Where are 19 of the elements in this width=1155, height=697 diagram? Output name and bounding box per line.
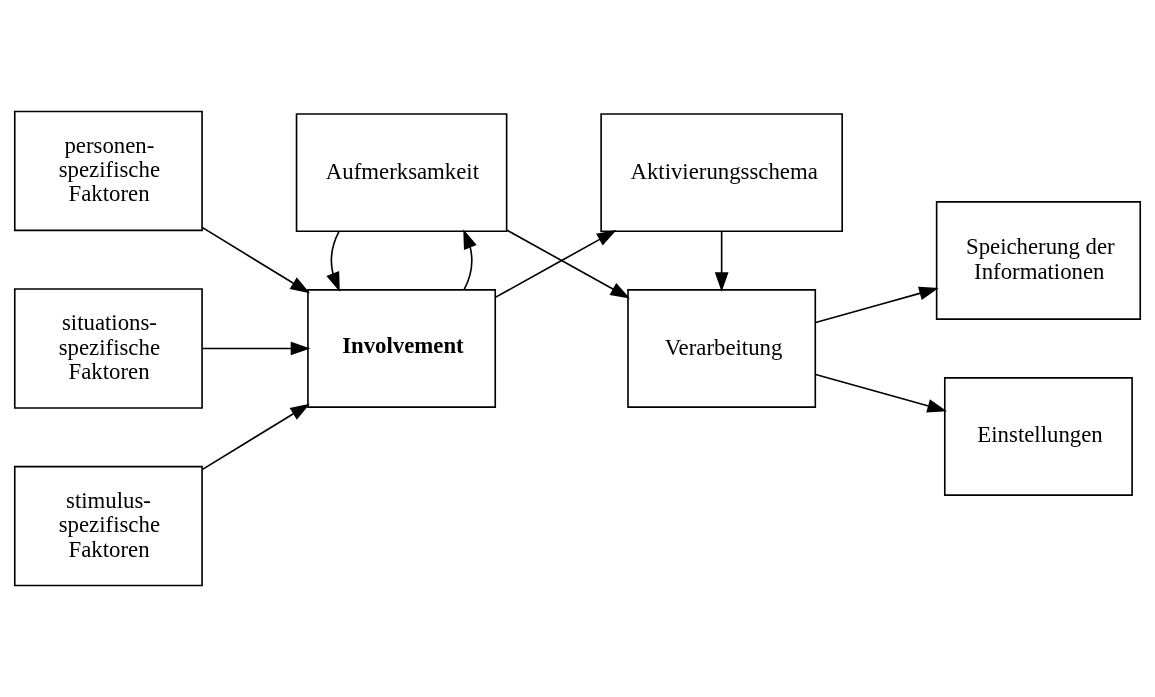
arrow: [814, 286, 939, 324]
node-box: Speicherung der Informationen: [935, 201, 1142, 320]
arrow: [201, 226, 310, 294]
node-box: situations- spezifische Faktoren: [13, 288, 203, 409]
node-box: Verarbeitung: [627, 289, 817, 408]
arrow: [201, 341, 311, 356]
arrow: [463, 229, 477, 291]
arrow: [201, 403, 310, 471]
arrow: [814, 373, 947, 413]
node-box: Aktivierungsschema: [600, 113, 843, 233]
node-box: personen- spezifische Faktoren: [13, 110, 203, 232]
arrow: [326, 230, 340, 292]
node-box: Einstellungen: [943, 377, 1133, 496]
arrow: [714, 230, 729, 292]
arrow: [506, 229, 630, 299]
node-box: stimulus- spezifische Faktoren: [13, 465, 203, 587]
node-box: Involvement: [307, 289, 497, 408]
node-box: Aufmerksamkeit: [295, 113, 508, 233]
arrow: [494, 230, 617, 299]
